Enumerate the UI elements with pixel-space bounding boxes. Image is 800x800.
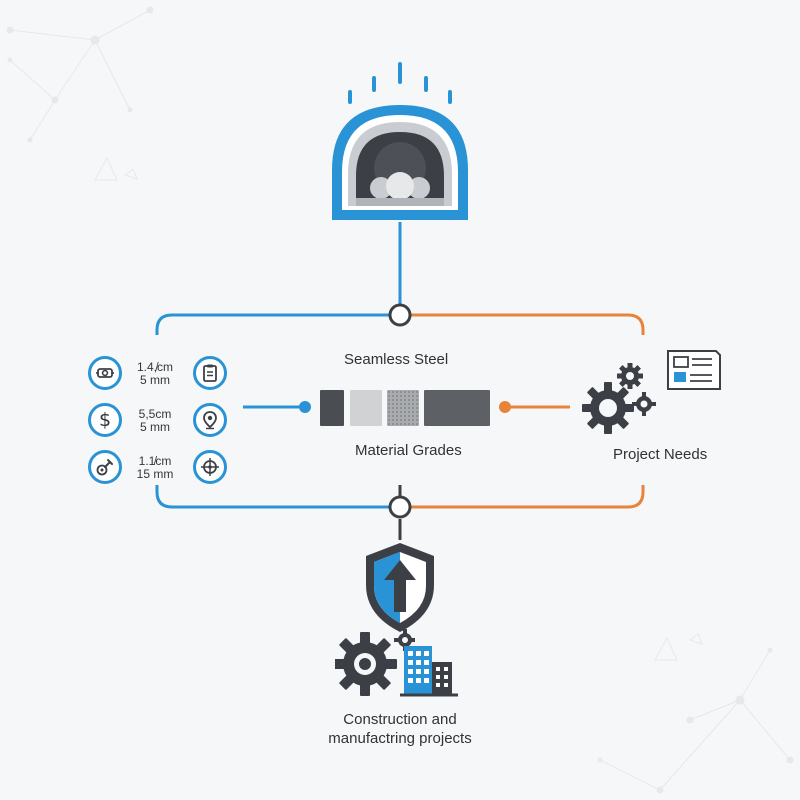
gear-icon: [335, 629, 415, 696]
gears-icon: [582, 363, 656, 434]
right-connector-dot: [499, 401, 511, 413]
location-pin-icon: [193, 403, 227, 437]
center-title: Seamless Steel: [344, 351, 449, 368]
lower-right-bracket: [411, 485, 645, 509]
wrench-icon: [88, 450, 122, 484]
dollar-icon: $: [88, 403, 122, 437]
top-junction-node: [388, 303, 412, 327]
blueprint-icon: [667, 350, 721, 390]
project-needs-label: Project Needs: [613, 446, 708, 463]
seamless-pipe-mill-icon: [332, 62, 468, 220]
swatch-light-steel: [350, 390, 382, 426]
outcome-label: Construction and manufactring projects: [328, 711, 472, 747]
shield-arrow-icon: [366, 543, 434, 632]
pipe-icon: [88, 356, 122, 390]
center-caption: Material Grades: [355, 442, 462, 459]
swatch-dark-steel: [320, 390, 344, 426]
lower-left-bracket: [155, 485, 389, 509]
upper-left-bracket: [155, 313, 389, 335]
swatch-graphite-steel: [424, 390, 490, 426]
building-icon: [400, 646, 458, 697]
bottom-junction-node: [388, 495, 412, 519]
target-icon: [193, 450, 227, 484]
upper-right-bracket: [411, 313, 645, 335]
clipboard-icon: [193, 356, 227, 390]
left-connector-dot: [299, 401, 311, 413]
swatch-textured-steel: [387, 390, 419, 426]
